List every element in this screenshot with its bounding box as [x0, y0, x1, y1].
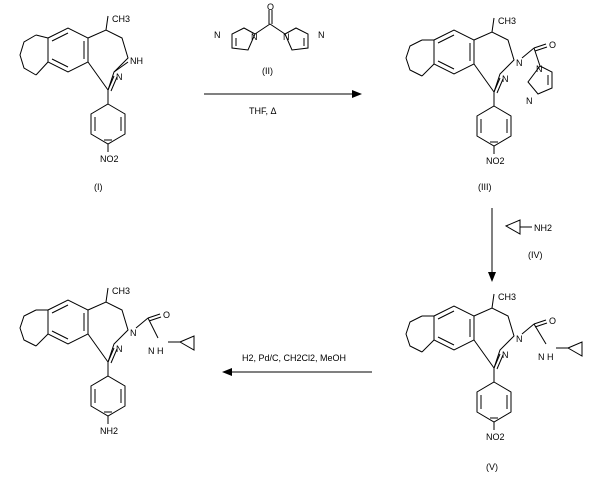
compound-III-n3: N — [536, 64, 543, 74]
compound-product-n2: N — [130, 328, 137, 338]
compound-III-n1: N — [502, 74, 509, 84]
compound-product-ch3: CH3 — [112, 286, 130, 296]
arrow-step-2 — [488, 208, 496, 282]
compound-I-no2: NO2 — [100, 154, 119, 164]
reagent-II: O N N N N (II) — [214, 2, 325, 76]
reagent-II-n4: N — [318, 30, 325, 40]
reagent-II-o: O — [267, 2, 274, 12]
compound-I-n: N — [116, 72, 123, 82]
arrow-step-3: H2, Pd/C, CH2Cl2, MeOH — [222, 353, 372, 376]
compound-I-nh: NH — [130, 56, 143, 66]
compound-I: CH3 NH N NO2 (I) — [19, 14, 143, 192]
compound-III: CH3 N N O N N NO2 (III) — [405, 16, 556, 192]
compound-III-n4: N — [526, 96, 533, 106]
compound-V-nh: N H — [538, 352, 554, 362]
compound-V-o: O — [549, 316, 556, 326]
compound-I-ch3: CH3 — [112, 14, 130, 24]
arrow-step-1: THF, Δ — [204, 90, 362, 116]
compound-III-label: (III) — [478, 182, 492, 192]
compound-V-ch3: CH3 — [498, 292, 516, 302]
compound-product-o: O — [163, 310, 170, 320]
compound-I-label: (I) — [94, 182, 103, 192]
compound-product-nh2: NH2 — [100, 426, 118, 436]
reagent-II-label: (II) — [262, 66, 273, 76]
compound-III-no2: NO2 — [486, 156, 505, 166]
compound-V-n1: N — [502, 350, 509, 360]
compound-product: CH3 N N O N H NH2 — [19, 286, 195, 436]
compound-III-n2: N — [516, 58, 523, 68]
reagent-IV: NH2 (IV) — [504, 219, 552, 260]
reagent-IV-nh2: NH2 — [534, 223, 552, 233]
compound-product-nh: N H — [148, 346, 164, 356]
compound-product-n1: N — [116, 344, 123, 354]
compound-V-label: (V) — [486, 462, 498, 472]
compound-V-n2: N — [516, 334, 523, 344]
compound-III-ch3: CH3 — [498, 16, 516, 26]
reagent-II-n3: N — [283, 32, 290, 42]
compound-V-no2: NO2 — [486, 432, 505, 442]
reagent-IV-label: (IV) — [528, 250, 543, 260]
reagent-II-n2: N — [214, 30, 221, 40]
arrow-step-1-conditions: THF, Δ — [249, 106, 277, 116]
reagent-II-n1: N — [251, 32, 258, 42]
arrow-step-3-conditions: H2, Pd/C, CH2Cl2, MeOH — [242, 353, 346, 363]
compound-V: CH3 N N O N H NO2 (V) — [405, 292, 583, 472]
compound-III-o: O — [549, 40, 556, 50]
